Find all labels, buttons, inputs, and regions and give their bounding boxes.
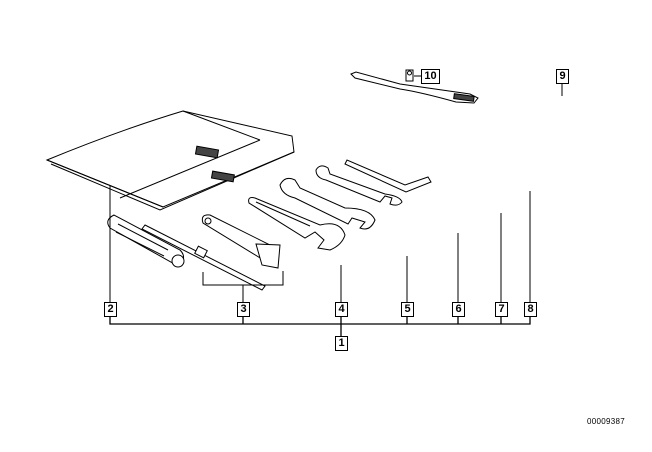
spark-plug-wrench-drawing [201,214,281,269]
callout-10[interactable]: 10 [421,69,440,84]
tool-roll-drawing [45,110,295,211]
callout-8[interactable]: 8 [524,302,537,317]
screwdriver-blade-drawing [141,224,266,291]
wrench-7-drawing [315,165,403,206]
wrench-5-drawing [248,197,346,251]
callout-6[interactable]: 6 [452,302,465,317]
callout-2[interactable]: 2 [104,302,117,317]
callout-3[interactable]: 3 [237,302,250,317]
callout-1[interactable]: 1 [335,336,348,351]
hex-key-drawing [344,159,432,193]
callout-5[interactable]: 5 [401,302,414,317]
callout-4[interactable]: 4 [335,302,348,317]
wrench-6-drawing [279,177,376,230]
leader-lines [109,75,563,336]
strap-drawing [350,71,479,104]
callout-9[interactable]: 9 [556,69,569,84]
image-code: 00009387 [587,417,625,426]
callout-7[interactable]: 7 [495,302,508,317]
screwdriver-handle-drawing [107,214,185,268]
clip-drawing [405,69,414,82]
